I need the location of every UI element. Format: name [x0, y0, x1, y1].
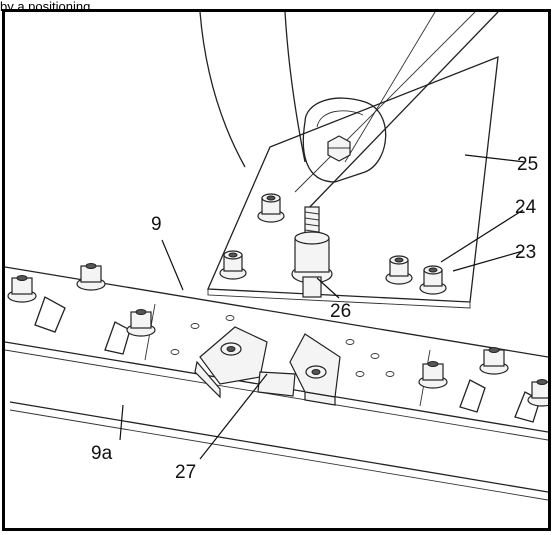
label-26: 26 [330, 301, 351, 322]
clamp-assembly [194, 326, 341, 406]
label-24: 24 [515, 197, 537, 218]
label-27: 27 [175, 462, 196, 483]
rail-nuts [7, 263, 548, 407]
label-25: 25 [517, 154, 538, 175]
technical-drawing: 9 25 24 23 26 27 9a [5, 12, 548, 501]
rail-beam [5, 266, 548, 501]
label-9: 9 [151, 214, 162, 235]
leader-lines [119, 154, 526, 460]
center-bolt [291, 206, 333, 298]
label-23: 23 [515, 242, 536, 263]
plate-nuts [219, 193, 447, 295]
mounting-plate [207, 55, 499, 309]
upper-housing [199, 12, 499, 213]
label-9a: 9a [91, 443, 113, 464]
rail-holes [170, 315, 395, 377]
figure-frame: 9 25 24 23 26 27 9a [2, 9, 551, 531]
